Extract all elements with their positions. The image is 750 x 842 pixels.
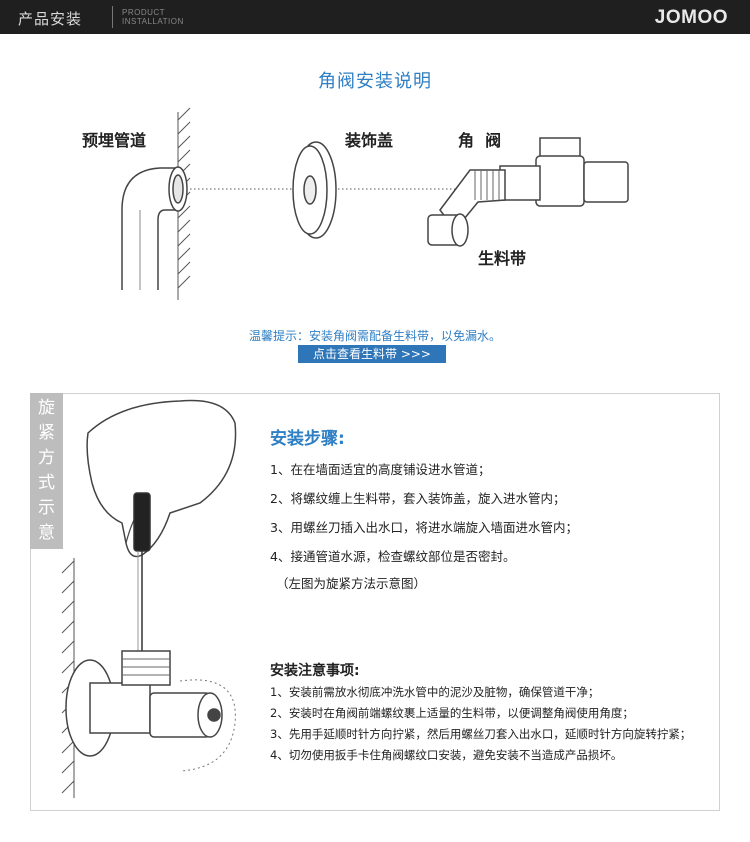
note-3: 3、先用手延顺时针方向拧紧，然后用螺丝刀套入出水口，延顺时针方向旋转拧紧； — [270, 727, 692, 741]
tighten-method-tab: 旋 紧 方 式 示 意 图 — [30, 393, 63, 568]
tab-char: 紧 — [38, 423, 55, 443]
label-angle-valve: 角 阀 — [458, 131, 502, 150]
tighten-illustration — [61, 399, 237, 798]
tab-char: 方 — [38, 448, 55, 468]
valve-drawing — [65, 650, 236, 772]
header-bar: 产品安装 PRODUCT INSTALLATION JOMOO — [0, 0, 750, 34]
note-4: 4、切勿使用扳手卡住角阀螺纹口安装，避免安装不当造成产品损坏。 — [270, 748, 623, 762]
tab-char: 式 — [38, 473, 55, 493]
screwdriver-drawing — [133, 492, 151, 655]
step-1: 1、在在墙面适宜的高度铺设进水管道； — [270, 462, 491, 477]
step-2: 2、将螺纹缠上生料带，套入装饰盖，旋入进水管内； — [270, 491, 566, 506]
subtitle-line1: PRODUCT — [122, 8, 166, 17]
diagram-title: 角阀安装说明 — [318, 71, 432, 92]
install-diagram-illustration — [121, 107, 629, 300]
step-note: （左图为旋紧方法示意图） — [276, 576, 427, 591]
view-tape-button[interactable]: 点击查看生料带 >>> — [298, 345, 446, 363]
tab-char: 旋 — [38, 398, 55, 418]
section-subtitle: PRODUCT INSTALLATION — [122, 8, 184, 26]
header-divider — [112, 6, 113, 28]
angle-valve-drawing — [427, 137, 629, 247]
brand-logo: JOMOO — [654, 7, 728, 28]
label-sealing-tape: 生料带 — [478, 249, 527, 268]
embedded-pipe-drawing — [121, 166, 188, 290]
label-decorative-cover: 装饰盖 — [345, 131, 394, 150]
steps-title: 安装步骤: — [270, 429, 345, 449]
note-2: 2、安装时在角阀前端螺纹裹上适量的生料带，以便调整角阀使用角度； — [270, 706, 634, 720]
label-embedded-pipe: 预埋管道 — [82, 131, 147, 150]
subtitle-line2: INSTALLATION — [122, 17, 184, 26]
step-4: 4、接通管道水源，检查螺纹部位是否密封。 — [270, 549, 516, 564]
notes-title: 安装注意事项: — [270, 663, 360, 679]
tab-char: 意 — [38, 523, 55, 543]
warm-tip: 温馨提示：安装角阀需配备生料带，以免漏水。 — [248, 329, 501, 343]
tab-char: 示 — [38, 498, 55, 518]
tab-char: 图 — [38, 548, 55, 568]
note-1: 1、安装前需放水彻底冲洗水管中的泥沙及脏物，确保管道干净； — [270, 685, 600, 699]
decorative-cover-drawing — [292, 141, 337, 239]
step-3: 3、用螺丝刀插入出水口，将进水端旋入墙面进水管内； — [270, 520, 578, 535]
section-title: 产品安装 — [18, 10, 83, 28]
hand-drawing — [86, 399, 237, 558]
